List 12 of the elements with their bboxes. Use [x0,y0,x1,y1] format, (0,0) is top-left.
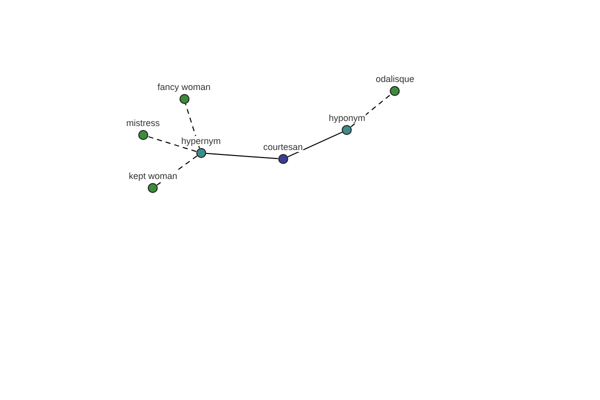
node-label: mistress [126,118,160,128]
node-label: hypernym [181,136,221,146]
node-label: hyponym [328,113,366,123]
dashed-link-line [147,136,197,152]
node-label: odalisque [376,74,414,84]
node-label: courtesan [263,142,303,152]
dashed-link-line [185,103,200,149]
node-label: fancy woman [157,82,211,92]
node-label: kept woman [128,171,178,181]
link-line [205,152,279,160]
dashed-link-line [350,94,392,128]
link-line [287,132,343,158]
